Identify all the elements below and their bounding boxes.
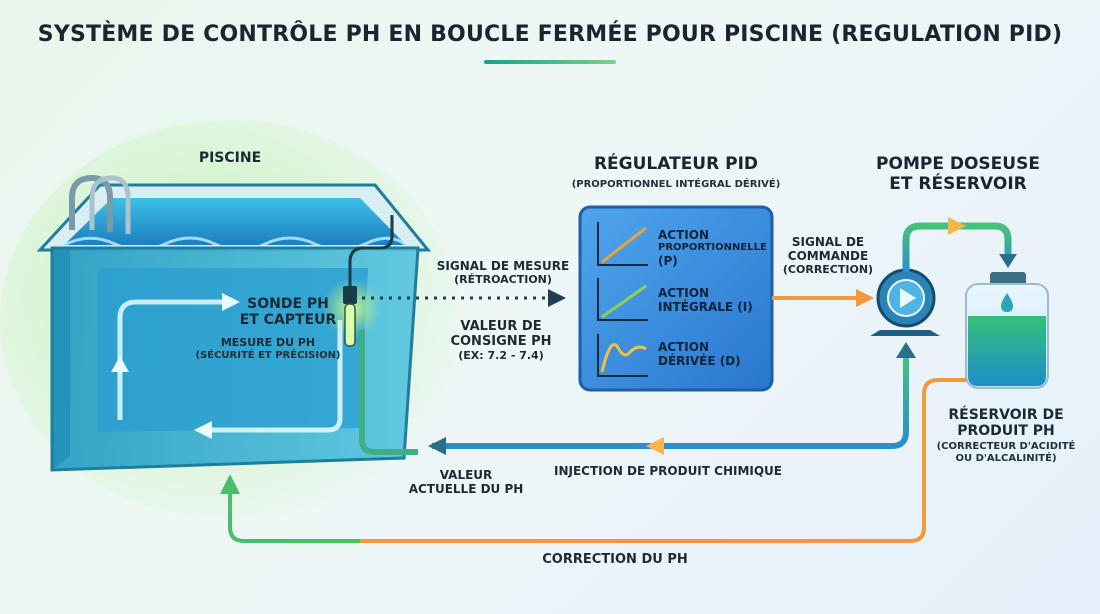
sensor-title-1: SONDE PH — [247, 296, 329, 312]
pid-action-d: ACTION DÉRIVÉE (D) — [596, 340, 764, 384]
measure-signal-arrowhead — [548, 289, 566, 307]
correction-label: CORRECTION DU PH — [542, 552, 688, 567]
setpoint-3: (EX: 7.2 - 7.4) — [458, 348, 544, 362]
setpoint-2: CONSIGNE PH — [450, 333, 552, 349]
actual-value-label: VALEUR ACTUELLE DU PH — [398, 468, 534, 497]
pid-action-p-3: (P) — [658, 254, 678, 269]
pump-return-arrowhead — [896, 342, 916, 358]
chemical-reservoir — [965, 272, 1049, 389]
measure-signal-label: SIGNAL DE MESURE (RÉTROACTION) — [428, 259, 578, 286]
sensor-sub-1: MESURE DU PH — [220, 336, 316, 349]
sensor-title-2: ET CAPTEUR — [239, 312, 337, 329]
pid-action-d-1: ACTION — [658, 340, 709, 354]
dosing-pump — [870, 268, 940, 336]
reservoir-1: RÉSERVOIR DE — [948, 407, 1064, 423]
command-signal-3: (CORRECTION) — [782, 262, 874, 276]
pump-to-tank-pipe — [902, 222, 1012, 272]
p-action-chart — [597, 222, 648, 266]
pid-action-d-2: DÉRIVÉE (D) — [658, 354, 741, 369]
command-signal-arrowhead — [856, 289, 874, 307]
pid-action-i: ACTION INTÉGRALE (I) — [596, 286, 764, 330]
sensor-pipe — [359, 330, 418, 455]
sensor-sub-label: MESURE DU PH (SÉCURITÉ ET PRÉCISION) — [176, 336, 360, 361]
injection-label: INJECTION DE PRODUIT CHIMIQUE — [553, 464, 783, 478]
title-underline — [484, 60, 616, 64]
pid-action-i-1: ACTION — [658, 286, 709, 300]
pid-action-p-2: PROPORTIONNELLE — [658, 242, 767, 254]
pid-action-p: ACTION PROPORTIONNELLE (P) — [596, 226, 767, 270]
correction-return-pipe — [228, 492, 360, 543]
sensor-sub-2: (SÉCURITÉ ET PRÉCISION) — [195, 349, 341, 361]
measure-signal-2: (RÉTROACTION) — [454, 272, 552, 286]
pump-title-2: ET RÉSERVOIR — [889, 173, 1027, 194]
pid-subtitle: (PROPORTIONNEL INTÉGRAL DÉRIVÉ) — [571, 178, 781, 190]
pump-flow-arrowhead — [948, 217, 966, 235]
pump-title: POMPE DOSEUSE ET RÉSERVOIR — [868, 154, 1048, 194]
d-action-chart — [597, 334, 648, 377]
pump-title-1: POMPE DOSEUSE — [876, 154, 1040, 174]
command-signal-label: SIGNAL DE COMMANDE (CORRECTION) — [776, 235, 880, 276]
injection-pipe — [432, 356, 909, 449]
ph-sensor-probe — [322, 215, 394, 347]
setpoint-1: VALEUR DE — [460, 319, 542, 334]
sensor-label: SONDE PH ET CAPTEUR — [232, 296, 344, 328]
actual-value-1: VALEUR — [439, 468, 493, 482]
reservoir-label: RÉSERVOIR DE PRODUIT PH (CORRECTEUR D'AC… — [936, 407, 1076, 464]
pid-title: RÉGULATEUR PID — [593, 154, 759, 174]
tank-inlet-arrowhead — [999, 254, 1017, 268]
injection-arrowhead — [428, 437, 446, 455]
diagram-title: SYSTÈME DE CONTRÔLE PH EN BOUCLE FERMÉE … — [37, 22, 1063, 47]
actual-value-2: ACTUELLE DU PH — [408, 481, 524, 496]
reservoir-2: PRODUIT PH — [957, 423, 1055, 440]
pid-action-p-1: ACTION — [658, 228, 709, 242]
reservoir-correction-pipe — [360, 378, 966, 543]
i-action-chart — [597, 278, 648, 321]
pool-title: PISCINE — [198, 150, 262, 166]
reservoir-sub-2: OU D'ALCALINITÉ) — [955, 452, 1057, 464]
measure-signal-1: SIGNAL DE MESURE — [436, 259, 570, 273]
reservoir-sub-1: (CORRECTEUR D'ACIDITÉ — [936, 441, 1076, 453]
pid-action-i-2: INTÉGRALE (I) — [658, 300, 753, 315]
command-signal-1: SIGNAL DE — [791, 235, 865, 249]
correction-arrowhead — [220, 474, 240, 494]
setpoint-label: VALEUR DE CONSIGNE PH (EX: 7.2 - 7.4) — [436, 319, 566, 363]
pid-title-block: RÉGULATEUR PID (PROPORTIONNEL INTÉGRAL D… — [560, 154, 792, 190]
injection-flow-arrowhead — [646, 437, 664, 455]
command-signal-2: COMMANDE — [787, 248, 869, 263]
